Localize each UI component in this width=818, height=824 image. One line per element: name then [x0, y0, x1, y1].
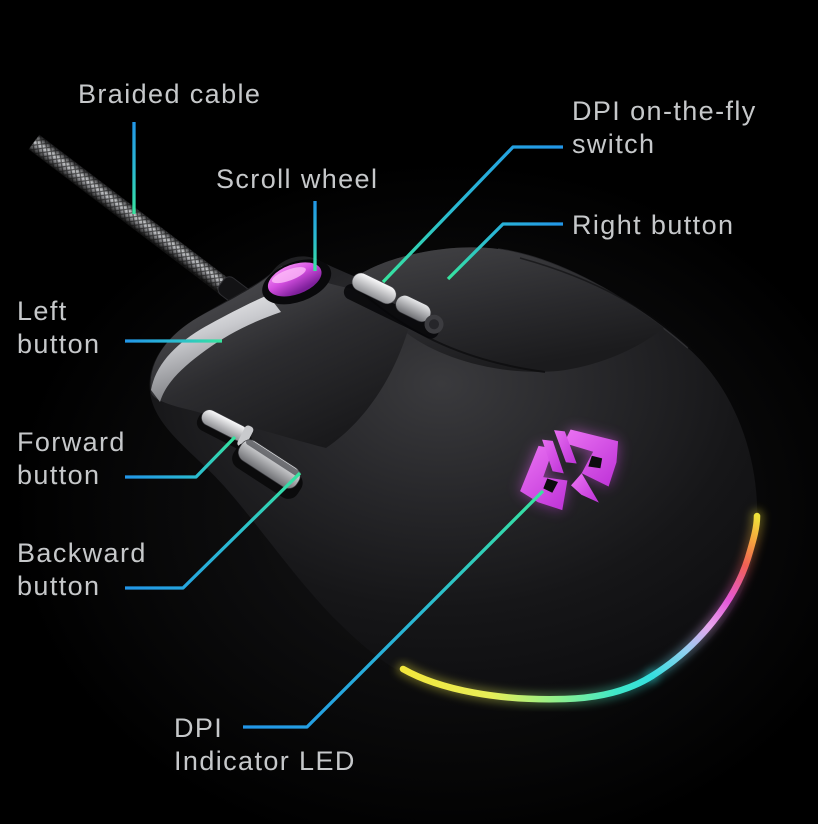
label-backward-button-line1: Backward [17, 538, 147, 568]
label-right-button: Right button [572, 210, 735, 240]
label-dpi-indicator-led-line2: Indicator LED [174, 746, 356, 776]
label-forward-button: Forward button [17, 426, 126, 492]
body-rim-highlight [497, 248, 689, 349]
left-button-silver-edge [151, 295, 281, 402]
label-left-button-line1: Left [17, 296, 68, 326]
label-dpi-indicator-led-line1: DPI [174, 713, 224, 743]
shell-seam [519, 257, 693, 351]
label-backward-button: Backward button [17, 537, 147, 603]
callout-lines [125, 122, 563, 729]
label-forward-button-line2: button [17, 460, 101, 490]
label-dpi-indicator-led: DPI Indicator LED [174, 712, 356, 778]
label-scroll-wheel: Scroll wheel [216, 164, 379, 194]
label-left-button-line2: button [17, 329, 101, 359]
predator-logo [520, 429, 619, 511]
label-forward-button-line1: Forward [17, 427, 126, 457]
label-dpi-switch: DPI on-the-fly switch [572, 95, 757, 161]
callout-line-backward-button [125, 471, 302, 590]
callout-line-forward-button [125, 435, 237, 479]
dpi-switch [343, 272, 444, 339]
forward-button [196, 409, 254, 450]
callout-line-right-button [446, 222, 563, 281]
rgb-light-strip [396, 509, 764, 707]
label-left-button: Left button [17, 295, 100, 361]
callout-line-dpi-switch [381, 145, 563, 284]
callout-line-dpi-led [243, 489, 545, 729]
left-button-surface [150, 266, 408, 448]
label-backward-button-line2: button [17, 571, 101, 601]
backward-button [232, 439, 303, 499]
label-dpi-switch-line2: switch [572, 129, 656, 159]
label-braided-cable: Braided cable [78, 79, 262, 109]
label-dpi-switch-line1: DPI on-the-fly [572, 96, 757, 126]
